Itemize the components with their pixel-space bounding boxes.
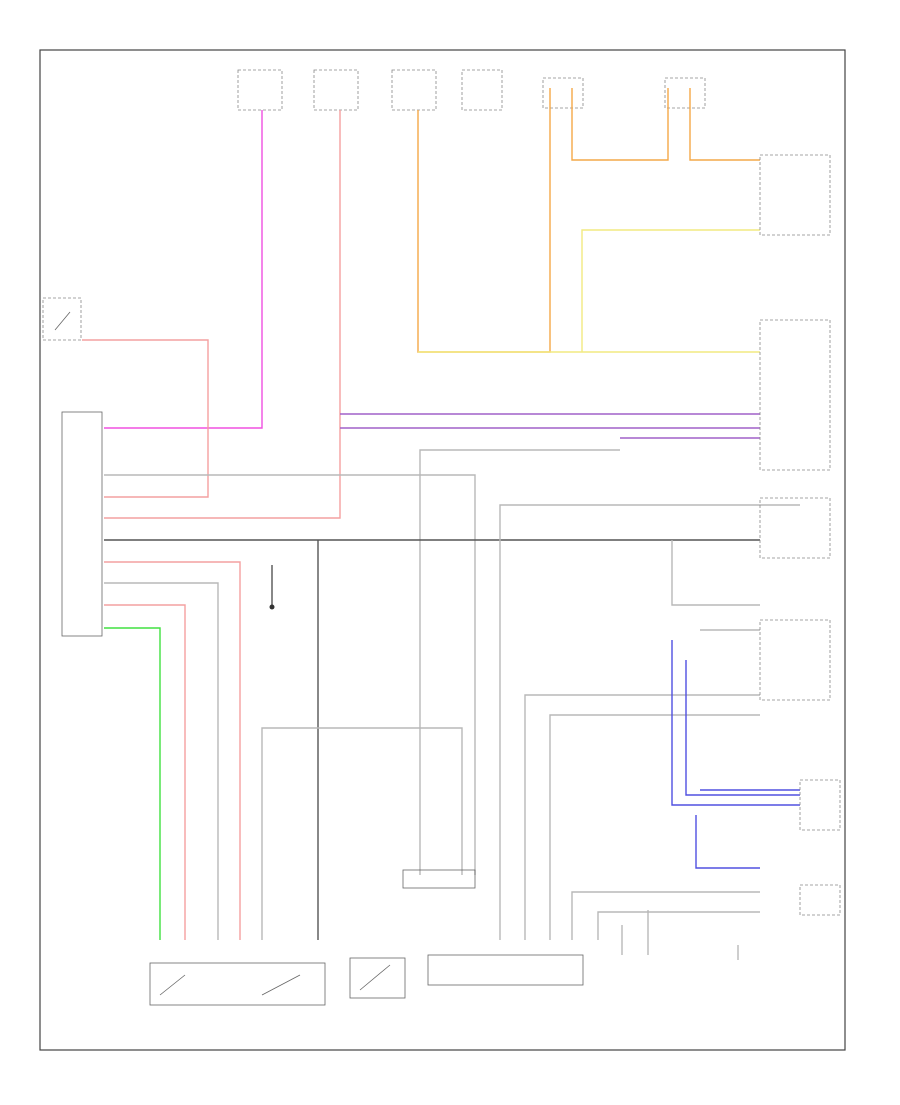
right-sensor-4-box xyxy=(759,619,831,701)
wire-gray-4 xyxy=(261,727,463,940)
wire-gray-10 xyxy=(671,540,760,606)
right-bottom-box xyxy=(799,884,841,916)
transfer-pos-switch-box xyxy=(349,957,406,999)
fuse-box-1 xyxy=(237,69,283,111)
wire-gray-1 xyxy=(104,474,476,875)
wire-orange-2 xyxy=(571,88,669,161)
bottom-jb-box xyxy=(427,954,584,986)
transfer-switch-box xyxy=(42,297,82,341)
wire-gray-6 xyxy=(524,694,760,940)
wire-gray-9 xyxy=(597,911,760,940)
switch-contact xyxy=(54,311,71,331)
right-sensor-5-box xyxy=(799,779,841,831)
junction-mid-box xyxy=(402,869,476,889)
actuator-box xyxy=(149,962,326,1006)
wire-red-4 xyxy=(104,604,186,940)
junction-block-1 xyxy=(542,77,584,109)
wire-gray-7 xyxy=(549,714,760,940)
transfer-pos-contact xyxy=(359,964,391,991)
wire-red-1 xyxy=(104,110,341,519)
transfer-switch xyxy=(42,297,82,341)
right-sensor-1-box xyxy=(759,154,831,236)
junction-block-2 xyxy=(664,77,706,109)
wire-red-3 xyxy=(104,561,241,940)
wire-gray-3 xyxy=(104,582,219,940)
wire-orange-1 xyxy=(417,88,551,353)
actuator-contact-1 xyxy=(159,974,186,996)
fuse-box-2 xyxy=(313,69,359,111)
ecu-box xyxy=(61,411,103,637)
wire-gray-5 xyxy=(499,504,800,940)
wire-gray-8 xyxy=(571,891,760,940)
wire-blue-2 xyxy=(685,660,800,796)
actuator-contact-2 xyxy=(261,974,301,996)
ground-node-left xyxy=(269,604,275,610)
fuse-box-3 xyxy=(391,69,437,111)
ecu-connector xyxy=(61,411,103,637)
diagram-frame xyxy=(39,49,846,1051)
wire-green xyxy=(104,627,161,940)
relay-box xyxy=(461,69,503,111)
right-sensor-2-box xyxy=(759,319,831,471)
wire-blue-1 xyxy=(671,640,800,806)
wire-pink xyxy=(104,110,263,429)
wire-gray-2 xyxy=(419,449,620,875)
wire-blue-4 xyxy=(695,815,760,869)
right-sensor-3-box xyxy=(759,497,831,559)
top-fuse-group xyxy=(237,69,503,111)
bottom-components xyxy=(149,869,739,1006)
right-components xyxy=(759,154,841,916)
wire-red-2 xyxy=(82,339,209,498)
wire-yellow-2 xyxy=(581,229,760,352)
wire-orange-3 xyxy=(689,88,760,161)
